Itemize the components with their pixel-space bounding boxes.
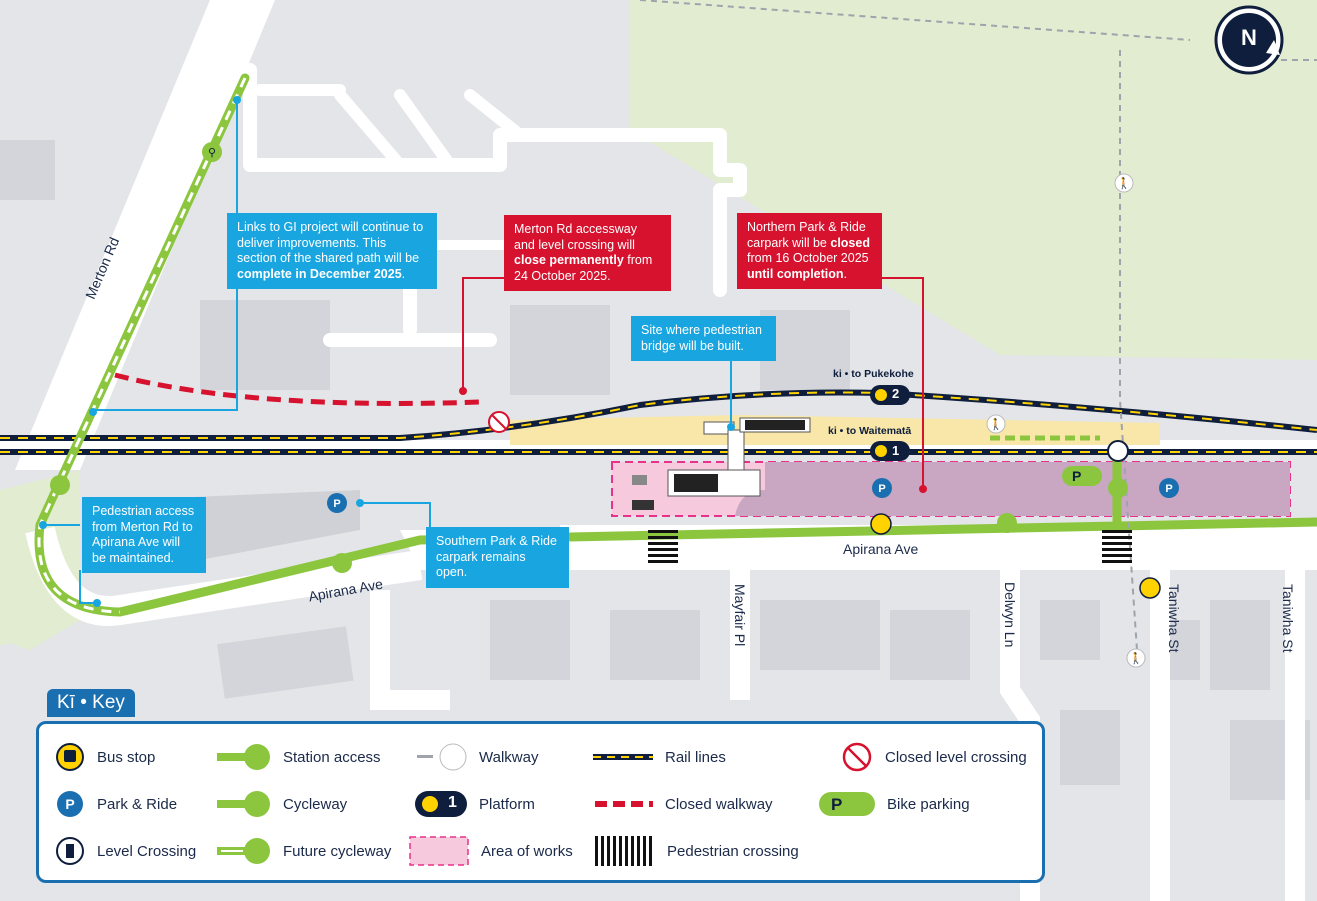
platform-2-number: 2 bbox=[892, 386, 900, 401]
key-title: Kī • Key bbox=[47, 689, 135, 717]
key-item-future-cycleway: Future cycleway bbox=[215, 836, 391, 866]
closed-walkway-icon bbox=[595, 801, 653, 807]
callout-pedestrian-access: Pedestrian access from Merton Rd to Apir… bbox=[82, 497, 206, 573]
svg-text:P: P bbox=[333, 498, 340, 510]
callout-northern-park-ride: Northern Park & Ride carpark will be clo… bbox=[737, 213, 882, 289]
svg-text:P: P bbox=[831, 795, 842, 814]
svg-text:P: P bbox=[1165, 483, 1172, 495]
street-mayfair-pl: Mayfair Pl bbox=[732, 584, 748, 647]
bike-parking-icon: P bbox=[819, 792, 875, 816]
walkway-icon bbox=[417, 743, 467, 771]
svg-text:P: P bbox=[1072, 468, 1081, 484]
level-crossing-icon bbox=[56, 837, 84, 865]
key-item-park-ride: P Park & Ride bbox=[55, 789, 177, 819]
callout-bridge-site: Site where pedestrian bridge will be bui… bbox=[631, 316, 776, 361]
area-of-works-icon bbox=[409, 836, 469, 866]
platform-icon bbox=[415, 791, 467, 817]
key-item-cycleway: Cycleway bbox=[215, 789, 347, 819]
svg-text:🚶: 🚶 bbox=[1129, 652, 1143, 665]
key-item-bus-stop: Bus stop bbox=[55, 742, 155, 772]
street-taniwha-st-1: Taniwha St bbox=[1166, 584, 1182, 653]
key-item-platform: 1 Platform bbox=[415, 789, 535, 819]
street-delwyn-ln: Delwyn Ln bbox=[1002, 582, 1018, 648]
north-compass: N bbox=[1214, 5, 1284, 75]
cycleway-icon bbox=[217, 791, 270, 817]
svg-text:🚶: 🚶 bbox=[989, 418, 1003, 431]
callout-gi-project: Links to GI project will continue to del… bbox=[227, 213, 437, 289]
svg-text:⚲: ⚲ bbox=[208, 146, 216, 159]
map-key: Bus stop Station access Walkway Rail lin… bbox=[36, 721, 1045, 883]
platform-1-destination: ki • to Waitematā bbox=[828, 425, 912, 437]
key-item-pedestrian-crossing: Pedestrian crossing bbox=[595, 836, 799, 866]
key-item-rail-lines: Rail lines bbox=[593, 742, 726, 772]
svg-text:P: P bbox=[878, 483, 885, 495]
closed-level-crossing-icon bbox=[842, 742, 872, 772]
key-item-level-crossing: Level Crossing bbox=[55, 836, 196, 866]
key-item-closed-level-crossing: Closed level crossing bbox=[841, 742, 1027, 772]
bus-stop-icon bbox=[56, 743, 84, 771]
future-cycleway-icon bbox=[217, 838, 270, 864]
svg-text:P: P bbox=[65, 796, 74, 812]
key-item-area-of-works: Area of works bbox=[409, 836, 573, 866]
platform-1-number: 1 bbox=[892, 443, 900, 458]
callout-southern-park-ride: Southern Park & Ride carpark remains ope… bbox=[426, 527, 569, 588]
key-item-closed-walkway: Closed walkway bbox=[593, 789, 773, 819]
street-apirana-ave-east: Apirana Ave bbox=[843, 541, 919, 557]
key-item-walkway: Walkway bbox=[415, 742, 538, 772]
pedestrian-crossing-icon bbox=[595, 836, 652, 866]
compass-icon bbox=[1214, 5, 1284, 75]
park-ride-icon: P bbox=[57, 791, 83, 817]
rail-lines-icon bbox=[593, 754, 653, 760]
platform-2-destination: ki • to Pukekohe bbox=[833, 368, 914, 380]
svg-text:🚶: 🚶 bbox=[1117, 177, 1131, 190]
key-item-bike-parking: P Bike parking bbox=[819, 789, 970, 819]
station-access-icon bbox=[217, 744, 270, 770]
street-taniwha-st-2: Taniwha St bbox=[1280, 584, 1296, 653]
callout-merton-closure: Merton Rd accessway and level crossing w… bbox=[504, 215, 671, 291]
key-item-station-access: Station access bbox=[215, 742, 381, 772]
compass-label: N bbox=[1241, 25, 1257, 50]
